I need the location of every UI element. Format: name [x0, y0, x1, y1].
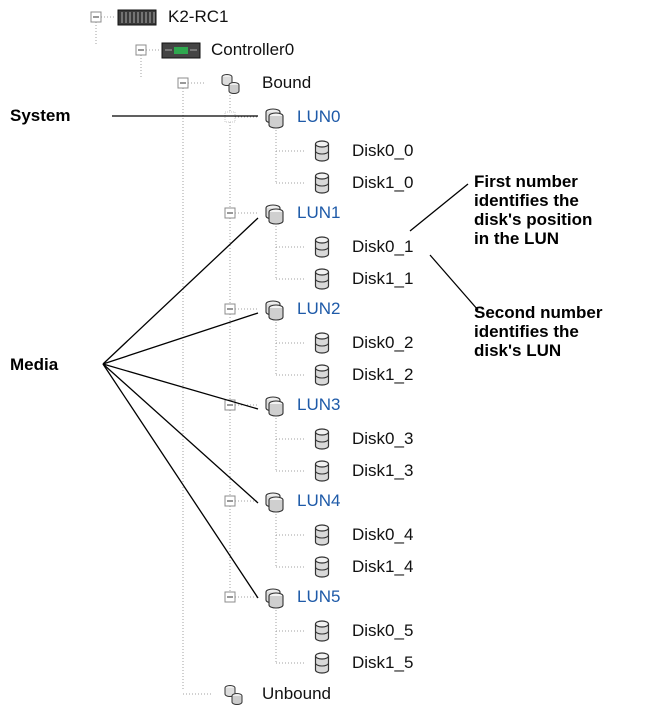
disk-label-disk0_2[interactable]: Disk0_2	[352, 333, 414, 352]
system-callout-label: System	[10, 106, 71, 125]
first-number-callout: First number identifies the disk's posit…	[474, 172, 592, 248]
lun1-expander[interactable]	[224, 207, 236, 219]
second-number-line-2: identifies the	[474, 322, 579, 341]
lun0-label[interactable]: LUN0	[297, 107, 341, 126]
lun5-expander[interactable]	[224, 591, 236, 603]
lun3-label[interactable]: LUN3	[297, 395, 341, 414]
disk-icon	[314, 556, 330, 578]
lun3-expander[interactable]	[224, 399, 236, 411]
lun5-icon	[265, 588, 284, 609]
disk-label-disk1_3[interactable]: Disk1_3	[352, 461, 414, 480]
lun4-expander[interactable]	[224, 495, 236, 507]
lun2-icon	[265, 300, 284, 321]
controller-expander[interactable]	[135, 44, 147, 56]
media-leader-line-4	[102, 363, 259, 504]
bound-node-label[interactable]: Bound	[262, 73, 312, 92]
first-number-leader-line	[409, 183, 469, 232]
disk-label-disk1_0[interactable]: Disk1_0	[352, 173, 414, 192]
lun1-icon	[265, 204, 284, 225]
disk-label-disk0_0[interactable]: Disk0_0	[352, 141, 414, 160]
controller-card-icon	[161, 42, 201, 59]
disk-icon	[314, 236, 330, 258]
disk-icon	[314, 140, 330, 162]
media-callout-label: Media	[10, 355, 59, 374]
disk-label-disk0_4[interactable]: Disk0_4	[352, 525, 414, 544]
lun4-label[interactable]: LUN4	[297, 491, 341, 510]
disk-group-icon	[221, 74, 240, 94]
bound-expander[interactable]	[177, 77, 189, 89]
disk-label-disk1_1[interactable]: Disk1_1	[352, 269, 414, 288]
disk-group-icon	[224, 685, 243, 705]
media-leader-line-5	[102, 363, 259, 599]
rack-unit-icon	[117, 9, 157, 26]
unbound-node-label[interactable]: Unbound	[262, 684, 332, 703]
lun3-icon	[265, 396, 284, 417]
lun4-icon	[265, 492, 284, 513]
second-number-line-3: disk's LUN	[474, 341, 562, 360]
media-leader-line-2	[102, 312, 259, 365]
root-node-label[interactable]: K2-RC1	[168, 7, 229, 26]
second-number-callout: Second number identifies the disk's LUN	[474, 303, 602, 360]
controller-node-label[interactable]: Controller0	[211, 40, 295, 59]
disk-icon	[314, 652, 330, 674]
first-number-line-2: identifies the	[474, 191, 579, 210]
disk-label-disk1_2[interactable]: Disk1_2	[352, 365, 414, 384]
disk-icon	[314, 524, 330, 546]
disk-icon	[314, 268, 330, 290]
root-expander[interactable]	[90, 11, 102, 23]
media-leader-line-3	[102, 363, 259, 410]
disk-icon	[314, 332, 330, 354]
lun2-label[interactable]: LUN2	[297, 299, 341, 318]
second-number-leader-line	[429, 254, 479, 311]
disk-label-disk0_5[interactable]: Disk0_5	[352, 621, 414, 640]
disk-icon	[314, 428, 330, 450]
lun5-label[interactable]: LUN5	[297, 587, 341, 606]
disk-icon	[314, 620, 330, 642]
disk-icon	[314, 364, 330, 386]
lun2-expander[interactable]	[224, 303, 236, 315]
disk-label-disk1_5[interactable]: Disk1_5	[352, 653, 414, 672]
first-number-line-1: First number	[474, 172, 578, 191]
media-leader-line-1	[102, 217, 259, 365]
second-number-line-1: Second number	[474, 303, 603, 322]
disk-label-disk0_1[interactable]: Disk0_1	[352, 237, 414, 256]
disk-label-disk0_3[interactable]: Disk0_3	[352, 429, 414, 448]
first-number-line-4: in the LUN	[474, 229, 559, 248]
first-number-line-3: disk's position	[474, 210, 593, 229]
disk-icon	[314, 172, 330, 194]
lun0-expander[interactable]	[224, 111, 236, 123]
lun1-label[interactable]: LUN1	[297, 203, 341, 222]
disk-icon	[314, 460, 330, 482]
lun0-icon	[265, 108, 284, 129]
disk-label-disk1_4[interactable]: Disk1_4	[352, 557, 414, 576]
